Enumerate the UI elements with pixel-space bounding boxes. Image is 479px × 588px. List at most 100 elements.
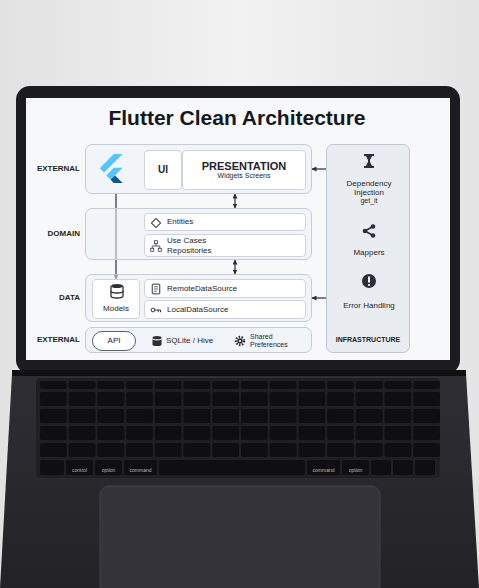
node-label: RemoteDataSource bbox=[167, 284, 237, 293]
key bbox=[270, 443, 297, 457]
key bbox=[40, 460, 64, 475]
node-label: Entities bbox=[167, 217, 193, 226]
layer-band: DATAModelsRemoteDataSourceLocalDataSourc… bbox=[85, 274, 312, 322]
key bbox=[66, 460, 93, 475]
key bbox=[342, 460, 369, 475]
node-label: LocalDataSource bbox=[167, 305, 228, 314]
key bbox=[155, 381, 182, 389]
key bbox=[69, 381, 96, 389]
key-label: option bbox=[95, 468, 122, 473]
key bbox=[40, 426, 67, 440]
node-label: Dependency Injection bbox=[332, 179, 406, 197]
node-label: Mappers bbox=[353, 248, 384, 257]
key bbox=[184, 392, 211, 406]
key bbox=[298, 381, 325, 389]
key bbox=[69, 443, 96, 457]
trackpad bbox=[100, 486, 380, 588]
key bbox=[241, 392, 268, 406]
key bbox=[40, 381, 67, 389]
key bbox=[97, 409, 124, 423]
key bbox=[155, 443, 182, 457]
hinge bbox=[12, 370, 466, 376]
key bbox=[241, 426, 268, 440]
node-label: DATA bbox=[59, 293, 80, 302]
key bbox=[69, 426, 96, 440]
key bbox=[212, 381, 239, 389]
datasource-box: RemoteDataSource bbox=[144, 279, 306, 298]
node-label: Use Cases Repositories bbox=[167, 236, 229, 254]
key bbox=[385, 381, 412, 389]
key bbox=[413, 409, 440, 423]
arrow-connector bbox=[234, 194, 235, 208]
key bbox=[40, 409, 67, 423]
key bbox=[356, 443, 383, 457]
node-label: Widgets Screens bbox=[218, 172, 271, 180]
document-icon bbox=[150, 283, 162, 295]
key bbox=[159, 460, 305, 475]
storage-item: Shared Preferences bbox=[232, 331, 308, 351]
key bbox=[184, 426, 211, 440]
key bbox=[385, 426, 412, 440]
key bbox=[97, 392, 124, 406]
gear-icon bbox=[234, 335, 246, 347]
key bbox=[385, 443, 412, 457]
key bbox=[356, 381, 383, 389]
node-label: PRESENTATION bbox=[202, 160, 287, 173]
arrow-connector bbox=[234, 260, 235, 274]
laptop-screen bbox=[26, 98, 450, 360]
keyboard-keys bbox=[40, 381, 440, 475]
datasource-box: LocalDataSource bbox=[144, 300, 306, 319]
key bbox=[298, 392, 325, 406]
arrow-connector bbox=[312, 297, 326, 298]
hierarchy-icon bbox=[150, 240, 162, 252]
connector-icon bbox=[150, 304, 162, 316]
key bbox=[184, 409, 211, 423]
flutter-logo bbox=[96, 152, 126, 186]
database-icon bbox=[109, 283, 125, 299]
key bbox=[327, 426, 354, 440]
node-label: Error Handling bbox=[343, 301, 395, 310]
use-cases-box: Use Cases Repositories bbox=[144, 234, 306, 257]
keyboard-well bbox=[36, 378, 440, 478]
storage-item: SQLite / Hive bbox=[148, 331, 226, 351]
key bbox=[97, 443, 124, 457]
key bbox=[184, 381, 211, 389]
key bbox=[393, 460, 413, 475]
key bbox=[298, 409, 325, 423]
api-pill: API bbox=[92, 331, 136, 351]
key bbox=[270, 381, 297, 389]
key bbox=[69, 392, 96, 406]
key bbox=[212, 426, 239, 440]
models-box: Models bbox=[92, 279, 140, 319]
key bbox=[270, 426, 297, 440]
node-label: Models bbox=[103, 304, 129, 313]
key bbox=[413, 381, 440, 389]
database-icon bbox=[151, 335, 163, 347]
key-label: control bbox=[66, 468, 93, 473]
layer-band: EXTERNALUIPRESENTATIONWidgets Screens bbox=[85, 144, 312, 194]
key-label: command bbox=[124, 468, 157, 473]
key bbox=[126, 409, 153, 423]
slide-title: Flutter Clean Architecture bbox=[26, 106, 448, 130]
key bbox=[385, 409, 412, 423]
key-label: command bbox=[307, 468, 340, 473]
key bbox=[413, 426, 440, 440]
key bbox=[126, 381, 153, 389]
node-label: API bbox=[108, 336, 121, 345]
presentation-box: PRESENTATIONWidgets Screens bbox=[182, 150, 306, 190]
node-label: EXTERNAL bbox=[37, 164, 80, 173]
key bbox=[126, 426, 153, 440]
infra-item: Dependency Injectionget_it bbox=[332, 151, 406, 213]
infra-item: Error Handling bbox=[332, 271, 406, 321]
key bbox=[327, 443, 354, 457]
layer-band: DOMAINEntitiesUse Cases Repositories bbox=[85, 208, 312, 260]
key bbox=[298, 426, 325, 440]
ui-box: UI bbox=[144, 150, 182, 190]
key bbox=[212, 443, 239, 457]
key bbox=[270, 409, 297, 423]
entities-box: Entities bbox=[144, 213, 306, 231]
node-label: INFRASTRUCTURE bbox=[327, 336, 409, 344]
key bbox=[69, 409, 96, 423]
key bbox=[184, 443, 211, 457]
